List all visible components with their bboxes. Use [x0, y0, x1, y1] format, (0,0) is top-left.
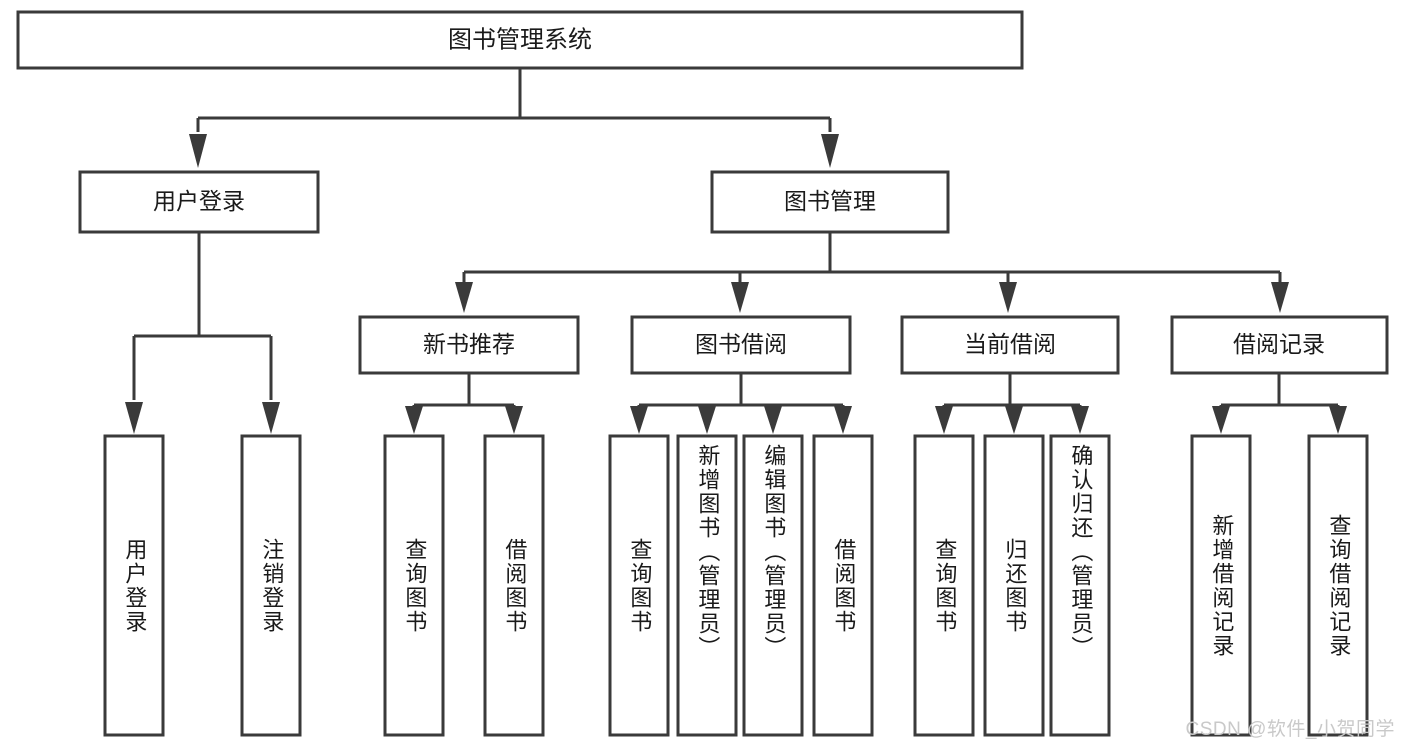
node-borrow-record[interactable]: 借阅记录 — [1170, 315, 1389, 375]
node-leaf-add-book-box[interactable] — [676, 434, 738, 737]
node-user-login-label: 用户登录 — [153, 188, 245, 214]
node-leaf-query-book-3-box[interactable] — [913, 434, 975, 737]
node-user-login[interactable]: 用户登录 — [78, 170, 320, 234]
arrow-head-leaf-return-book — [1005, 406, 1023, 434]
arrow-head-leaf-query-book-1 — [405, 406, 423, 434]
node-leaf-query-record-box[interactable] — [1307, 434, 1369, 737]
arrow-head-user-login — [189, 134, 207, 168]
arrow-head-leaf-query-record — [1329, 406, 1347, 434]
node-leaf-borrow-book-1-box[interactable] — [483, 434, 545, 737]
arrow-head-leaf-logout — [262, 402, 280, 434]
arrow-head-leaf-query-book-3 — [935, 406, 953, 434]
node-current-borrow[interactable]: 当前借阅 — [900, 315, 1120, 375]
node-book-borrow-label: 图书借阅 — [695, 331, 787, 357]
arrow-head-leaf-add-book — [698, 406, 716, 434]
node-book-borrow-box[interactable] — [630, 315, 852, 375]
arrow-head-leaf-query-book-2 — [630, 406, 648, 434]
node-root[interactable]: 图书管理系统 — [16, 10, 1024, 70]
node-book-management[interactable]: 图书管理 — [710, 170, 950, 234]
arrow-head-leaf-add-record — [1212, 406, 1230, 434]
node-leaf-add-record-box[interactable] — [1190, 434, 1252, 737]
node-leaf-borrow-book-2-box[interactable] — [812, 434, 874, 737]
arrow-head-leaf-confirm-return — [1071, 406, 1089, 434]
arrow-head-new-book-recommend — [455, 282, 473, 313]
arrow-head-leaf-borrow-book-2 — [834, 406, 852, 434]
node-new-book-recommend-label: 新书推荐 — [423, 331, 515, 357]
node-leaf-confirm-return-box[interactable] — [1049, 434, 1111, 737]
node-borrow-record-label: 借阅记录 — [1233, 331, 1325, 357]
arrow-head-borrow-record — [1271, 282, 1289, 313]
node-current-borrow-label: 当前借阅 — [964, 331, 1056, 357]
node-book-borrow[interactable]: 图书借阅 — [630, 315, 852, 375]
arrow-head-leaf-edit-book — [764, 406, 782, 434]
node-book-management-label: 图书管理 — [784, 188, 876, 214]
node-new-book-recommend[interactable]: 新书推荐 — [358, 315, 580, 375]
watermark: CSDN @软件_小贺同学 — [1185, 719, 1395, 740]
arrow-head-book-borrow — [731, 282, 749, 313]
node-new-book-recommend-box[interactable] — [358, 315, 580, 375]
arrow-head-current-borrow — [999, 282, 1017, 313]
node-leaf-logout-box[interactable] — [240, 434, 302, 737]
node-root-label: 图书管理系统 — [448, 26, 592, 53]
arrow-head-leaf-borrow-book-1 — [505, 406, 523, 434]
node-current-borrow-box[interactable] — [900, 315, 1120, 375]
arrow-head-leaf-user-login — [125, 402, 143, 434]
node-leaf-query-book-2-box[interactable] — [608, 434, 670, 737]
node-leaf-edit-book-box[interactable] — [742, 434, 804, 737]
arrow-head-book-management — [821, 134, 839, 168]
node-book-management-box[interactable] — [710, 170, 950, 234]
node-leaf-query-book-1-box[interactable] — [383, 434, 445, 737]
node-leaf-return-book-box[interactable] — [983, 434, 1045, 737]
node-borrow-record-box[interactable] — [1170, 315, 1389, 375]
node-leaf-user-login-box[interactable] — [103, 434, 165, 737]
node-root-box[interactable] — [16, 10, 1024, 70]
